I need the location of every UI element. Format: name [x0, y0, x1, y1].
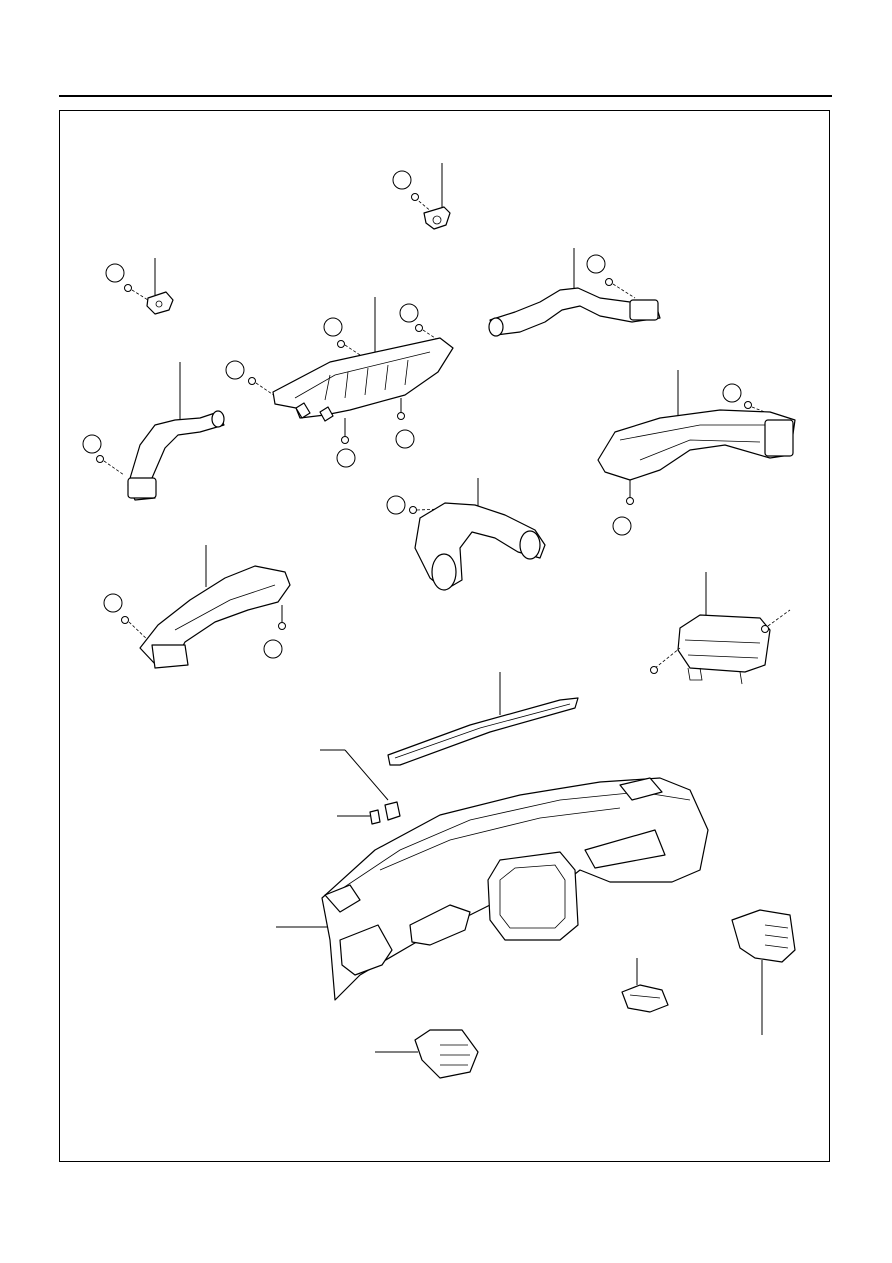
- header-rule: [59, 95, 832, 97]
- left-upper-clip: [105, 258, 174, 315]
- center-upper-clip: [392, 163, 451, 230]
- right-register: [731, 909, 796, 1035]
- screw-icon: [121, 616, 129, 624]
- callout-circle: [82, 434, 102, 454]
- callout-circle: [323, 317, 343, 337]
- callout-circle: [722, 383, 742, 403]
- instrument-panel: [276, 777, 709, 1001]
- screw-icon: [124, 284, 132, 292]
- center-register: [375, 1029, 479, 1079]
- screw-icon: [626, 497, 634, 505]
- screw-icon: [415, 324, 423, 332]
- screw-icon: [744, 401, 752, 409]
- callout-circle: [586, 254, 606, 274]
- screw-icon: [761, 625, 769, 633]
- screw-icon: [337, 340, 345, 348]
- right-upper-duct: [488, 248, 661, 337]
- callout-circle: [263, 639, 283, 659]
- right-side-duct: [597, 370, 796, 536]
- defroster-strip: [387, 672, 579, 766]
- callout-circle: [392, 170, 412, 190]
- screw-icon: [397, 412, 405, 420]
- screw-icon: [411, 193, 419, 201]
- screw-icon: [278, 622, 286, 630]
- screw-icon: [409, 506, 417, 514]
- callout-circle: [395, 429, 415, 449]
- glovebox-module: [650, 572, 791, 685]
- screw-icon: [248, 377, 256, 385]
- screw-icon: [605, 278, 613, 286]
- callout-circle: [336, 448, 356, 468]
- screw-icon: [341, 436, 349, 444]
- panel-clips: [320, 749, 401, 825]
- callout-circle: [399, 303, 419, 323]
- left-side-duct: [82, 362, 225, 501]
- callout-circle: [103, 593, 123, 613]
- screw-icon: [650, 666, 658, 674]
- center-defroster-duct: [225, 297, 454, 468]
- callout-circle: [225, 360, 245, 380]
- screw-icon: [96, 455, 104, 463]
- center-lower-duct: [386, 478, 546, 591]
- callout-circle: [612, 516, 632, 536]
- figure-frame: [59, 110, 830, 1162]
- callout-circle: [105, 263, 125, 283]
- center-bracket: [621, 958, 669, 1013]
- callout-circle: [386, 495, 406, 515]
- left-lower-duct: [103, 545, 291, 669]
